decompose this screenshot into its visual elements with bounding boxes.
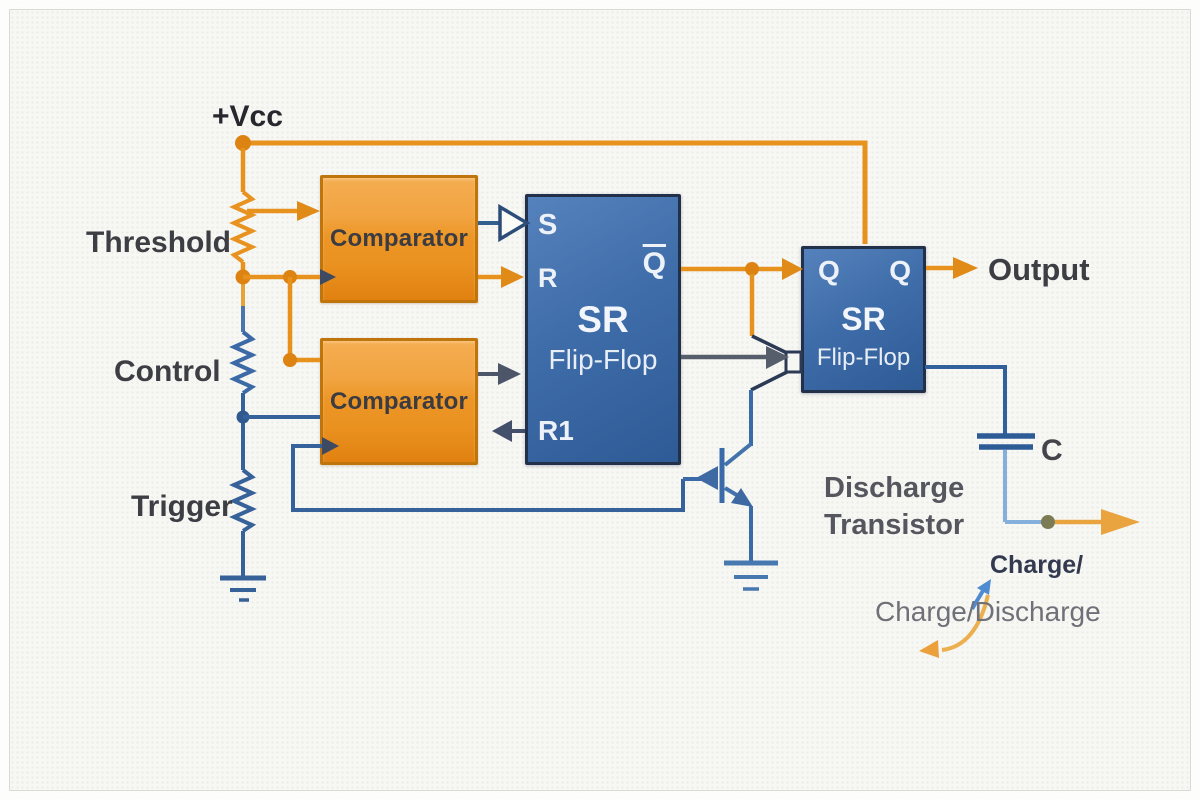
flip-flop-out-title: SR	[841, 301, 886, 337]
left-rail-wire	[229, 148, 257, 578]
vcc-rail-wire	[235, 135, 868, 244]
threshold-input-arrow	[247, 201, 320, 221]
comparator-bottom-block: Comparator	[320, 338, 478, 465]
capacitor-icon	[977, 433, 1035, 450]
charge-discharge-label: Charge/Discharge	[875, 596, 1101, 627]
flip-flop-main-title: SR	[577, 299, 629, 340]
comparator-top-label: Comparator	[329, 225, 469, 252]
control-resistor-icon	[229, 330, 257, 395]
comparator-top-block: Comparator	[320, 175, 478, 303]
discharge-transistor-line1: Discharge	[824, 472, 965, 504]
discharge-transistor-label: Discharge Transistor	[824, 470, 964, 544]
flip-flop-main-subtitle: Flip-Flop	[548, 344, 658, 375]
flip-flop-link-arrow	[681, 346, 789, 369]
output-label: Output	[988, 252, 1090, 287]
pin-s-label: S	[538, 209, 558, 241]
flip-flop-out-subtitle: Flip-Flop	[816, 344, 911, 371]
capacitor-label: C	[1041, 434, 1063, 467]
comparator-to-s-buffer	[478, 203, 531, 243]
branch-wire	[283, 277, 320, 367]
pin-r1-label: R1	[538, 415, 574, 446]
charge-title-label: Charge/	[990, 551, 1084, 579]
junction-dot	[283, 353, 297, 367]
vcc-label: +Vcc	[212, 100, 283, 133]
threshold-resistor-icon	[229, 190, 257, 264]
pin-q-out-label: Q	[889, 255, 911, 286]
comparator2-output-arrow	[478, 363, 521, 385]
pin-q-bar-label: Q	[642, 247, 666, 280]
junction-dot	[235, 135, 251, 151]
capacitor-wire	[925, 365, 1007, 434]
output-arrow	[926, 257, 978, 279]
comparator-to-r-arrow	[478, 266, 524, 288]
threshold-label: Threshold	[86, 226, 232, 259]
trigger-resistor-icon	[229, 468, 257, 533]
charge-path-wire	[1003, 450, 1140, 535]
control-label: Control	[114, 355, 221, 388]
r1-arrow	[492, 420, 525, 442]
npn-transistor-icon	[683, 390, 753, 562]
flip-flop-out-input-funnel	[749, 274, 803, 392]
junction-dot	[1041, 515, 1055, 529]
trigger-feedback-wire	[291, 437, 685, 512]
pin-q-bar-out-label: Q	[818, 255, 840, 286]
sr-flip-flop-main-block: S R Q SR Flip-Flop R1	[525, 194, 681, 465]
charge-arrow-icon	[970, 579, 991, 611]
junction-dot	[745, 262, 759, 276]
discharge-arrow-icon	[919, 594, 990, 658]
pin-r-label: R	[538, 263, 558, 293]
discharge-transistor-line2: Transistor	[824, 509, 965, 541]
comparator-bottom-label: Comparator	[329, 387, 469, 415]
ground-icon	[220, 575, 266, 602]
trigger-label: Trigger	[131, 490, 233, 523]
q-bar-output-wire	[681, 258, 803, 280]
sr-flip-flop-output-block: Q Q SR Flip-Flop	[801, 246, 926, 393]
ground-icon	[724, 560, 778, 591]
